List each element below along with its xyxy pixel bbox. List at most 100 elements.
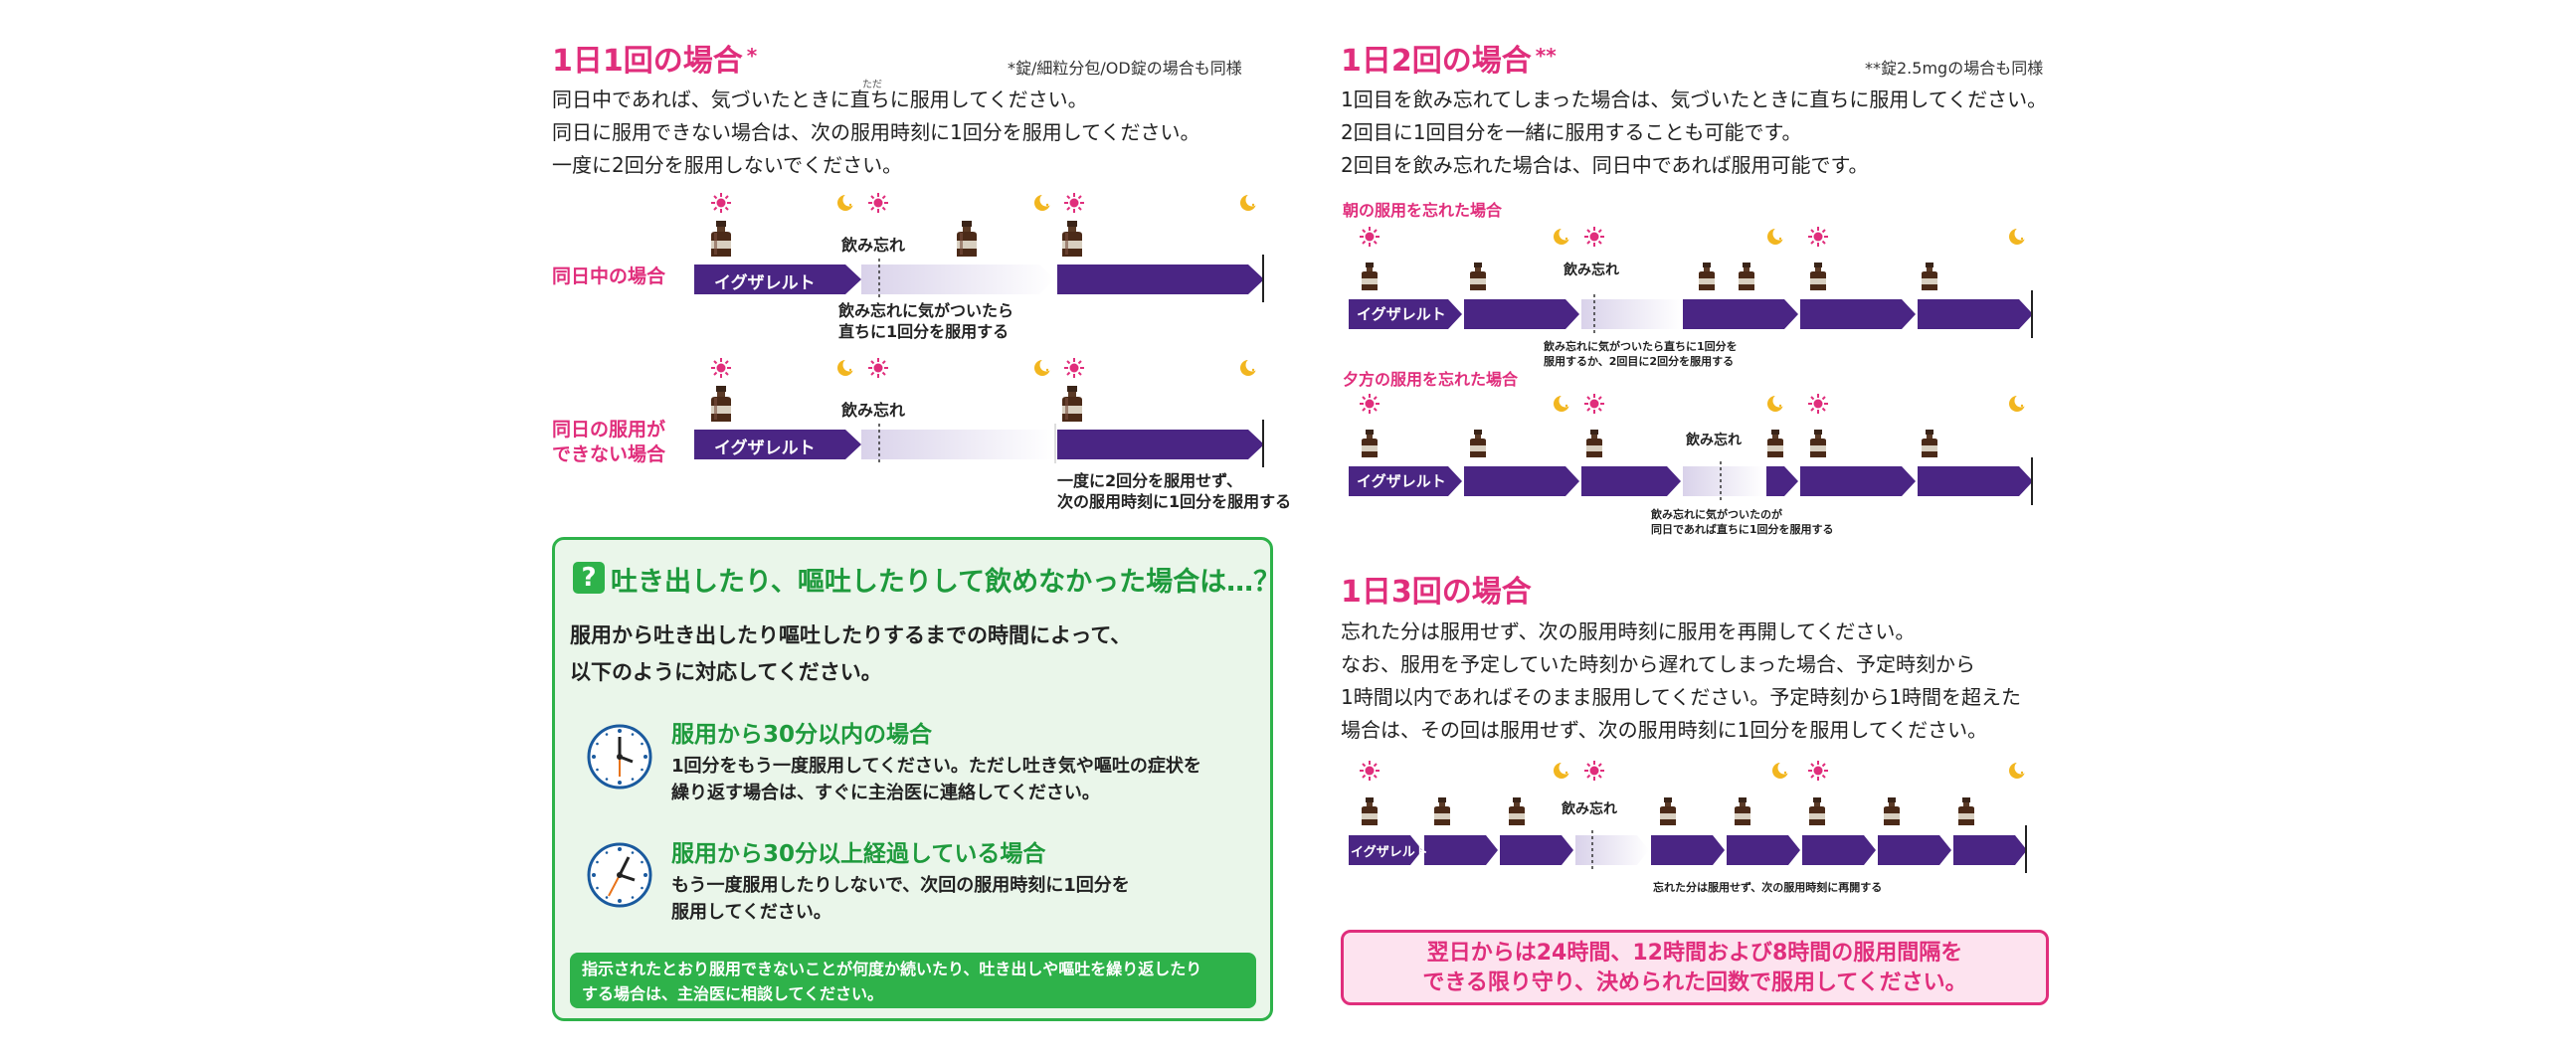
bottle-icon [1767, 430, 1783, 457]
bottle-icon [1699, 263, 1715, 290]
paragraph-three-times: 忘れた分は服用せず、次の服用時刻に服用を再開してください。 なお、服用を予定して… [1341, 619, 2022, 742]
bottle-icon [957, 221, 977, 257]
drug-label: イグザレルト [714, 273, 816, 293]
bottle-icon [1884, 797, 1900, 825]
bottle-icon [1660, 797, 1676, 825]
section-title-three-times: 1日3回の場合 [1341, 575, 1532, 610]
missed-label: 飲み忘れ [1562, 801, 1617, 817]
moon-icon [1767, 394, 1786, 412]
bottle-icon [1958, 797, 1974, 825]
moon-icon [1767, 227, 1786, 245]
sun-icon [1583, 760, 1605, 782]
row-label-not-same-day: 同日の服用が できない場合 [552, 419, 666, 465]
sun-icon [1063, 357, 1085, 379]
moon-icon [2009, 227, 2028, 245]
moon-icon [837, 358, 856, 376]
drug-label: イグザレルト [1357, 305, 1446, 323]
caption-morning-missed: 飲み忘れに気がついたら直ちに1回分を 服用するか、2回目に2回分を服用する [1544, 340, 1738, 368]
sublabel-morning-missed: 朝の服用を忘れた場合 [1343, 201, 1503, 220]
drug-label: イグザレルト [1357, 472, 1446, 490]
bottle-icon [1735, 797, 1750, 825]
bottle-icon [1470, 263, 1486, 290]
section-title-twice-daily: 1日2回の場合** [1341, 44, 1557, 79]
bottle-icon [1809, 797, 1825, 825]
item1-body: 1回分をもう一度服用してください。ただし吐き気や嘔吐の症状を 繰り返す場合は、す… [671, 756, 1201, 803]
clock-icon [587, 842, 652, 908]
bottle-icon [1362, 263, 1378, 290]
sun-icon [867, 357, 889, 379]
missed-label: 飲み忘れ [1686, 433, 1742, 448]
sun-icon [1807, 393, 1829, 415]
moon-icon [1034, 193, 1053, 211]
moon-icon [1554, 761, 1572, 779]
caption-evening-missed: 飲み忘れに気がついたのが 同日であれば直ちに1回分を服用する [1651, 508, 1834, 536]
sun-icon [710, 357, 732, 379]
vomit-box-intro: 服用から吐き出したり嘔吐したりするまでの時間によって、 以下のように対応してくだ… [570, 623, 1132, 684]
missed-label: 飲み忘れ [841, 236, 906, 255]
bottle-icon [1362, 797, 1378, 825]
sublabel-evening-missed: 夕方の服用を忘れた場合 [1343, 370, 1519, 389]
sun-icon [1359, 760, 1380, 782]
bottle-icon [1434, 797, 1450, 825]
moon-icon [1034, 358, 1053, 376]
dose-arrow [694, 430, 861, 459]
timeline-evening-missed [1349, 393, 2033, 505]
caption-same-day: 飲み忘れに気がついたら 直ちに1回分を服用する [838, 301, 1014, 341]
caption-not-same-day: 一度に2回分を服用せず、 次の服用時刻に1回分を服用する [1057, 471, 1292, 511]
moon-icon [837, 193, 856, 211]
bottle-icon [1362, 430, 1378, 457]
moon-icon [2009, 761, 2028, 779]
timeline-three-times [1349, 760, 2028, 873]
sun-icon [1583, 226, 1605, 248]
bottle-icon [1739, 263, 1754, 290]
missed-arrow [861, 264, 1055, 294]
bottle-icon [1062, 221, 1082, 257]
section-title-once-daily: 1日1回の場合* [552, 44, 758, 79]
paragraph-once-daily: 同日中であれば、気づいたときに直ちに服用してください。 同日に服用できない場合は… [552, 88, 1200, 177]
timeline-same-day [694, 192, 1264, 302]
sun-icon [867, 192, 889, 214]
paragraph-twice-daily: 1回目を飲み忘れてしまった場合は、気づいたときに直ちに服用してください。 2回目… [1341, 88, 2048, 177]
missed-arrow [861, 430, 1054, 459]
dose-arrow [694, 264, 861, 294]
bottle-icon [1509, 797, 1525, 825]
bottle-icon [1470, 430, 1486, 457]
moon-icon [2009, 394, 2028, 412]
moon-icon [1240, 358, 1259, 376]
sun-icon [1359, 226, 1380, 248]
moon-icon [1554, 394, 1572, 412]
bottle-icon [1810, 263, 1826, 290]
caption-three-times: 忘れた分は服用せず、次の服用時刻に再開する [1653, 881, 1883, 894]
sun-icon [1807, 226, 1829, 248]
interval-reminder-box: 翌日からは24時間、12時間および8時間の服用間隔を できる限り守り、決められた… [1341, 930, 2049, 1005]
vomit-box-footer: 指示されたとおり服用できないことが何度か続いたり、吐き出しや嘔吐を繰り返したり … [570, 953, 1256, 1008]
bottle-icon [1586, 430, 1602, 457]
note-twice-daily: **錠2.5mgの場合も同様 [1865, 59, 2044, 78]
sun-icon [1807, 760, 1829, 782]
missed-label: 飲み忘れ [841, 401, 906, 420]
bottle-icon [1810, 430, 1826, 457]
item2-heading: 服用から30分以上経過している場合 [671, 841, 1046, 867]
drug-label: イグザレルト [1351, 845, 1428, 860]
bottle-icon [1922, 430, 1937, 457]
timeline-not-same-day [694, 357, 1264, 467]
item2-body: もう一度服用したりしないで、次回の服用時刻に1回分を 服用してください。 [671, 875, 1130, 923]
moon-icon [1554, 227, 1572, 245]
row-label-same-day: 同日中の場合 [552, 265, 666, 287]
sun-icon [1359, 393, 1380, 415]
bottle-icon [711, 221, 731, 257]
dose-arrow [1057, 264, 1264, 294]
bottle-icon [1922, 263, 1937, 290]
timeline-morning-missed [1349, 226, 2033, 338]
sun-icon [1063, 192, 1085, 214]
question-icon: ? [573, 562, 605, 594]
vomit-info-box: ? 吐き出したり、嘔吐したりして飲めなかった場合は…？ 服用から吐き出したり嘔吐… [552, 537, 1280, 1021]
ruby-tadachi: ただ [862, 80, 882, 90]
clock-icon [587, 724, 652, 790]
moon-icon [1240, 193, 1259, 211]
moon-icon [1772, 761, 1791, 779]
note-once-daily: *錠/細粒分包/OD錠の場合も同様 [1008, 59, 1242, 78]
vomit-box-title: 吐き出したり、嘔吐したりして飲めなかった場合は…？ [611, 567, 1281, 598]
drug-label: イグザレルト [714, 439, 816, 458]
